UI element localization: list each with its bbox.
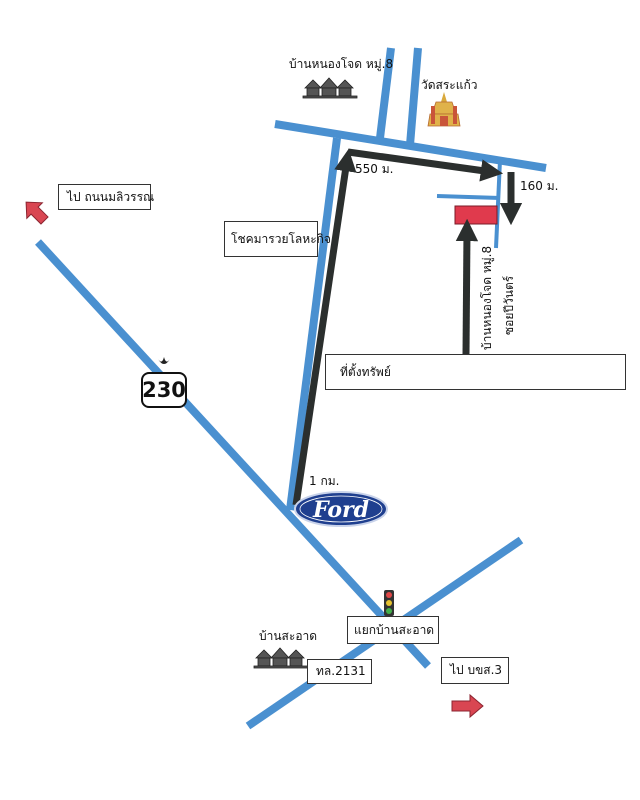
direction-arrow-e	[451, 693, 484, 719]
route-arrow-1km	[292, 148, 357, 506]
road-network	[35, 47, 547, 730]
route-arrows	[292, 148, 523, 506]
label-temple: วัดสระแก้ว	[421, 78, 478, 92]
label-distance-160: 160 ม.	[520, 179, 559, 193]
property-marker	[454, 205, 498, 225]
route-230-number: 230	[142, 378, 186, 402]
village-icon	[302, 77, 358, 99]
ford-logo-icon: Ford	[294, 491, 388, 527]
label-village-top: บ้านหนองโจด หมู่.8	[289, 57, 394, 71]
label-to-bks3: ไป บขส.3	[441, 657, 509, 684]
temple-icon	[427, 92, 461, 127]
traffic-light-icon	[384, 590, 394, 616]
road-village-north-1	[376, 47, 395, 139]
label-to-nonmonlit: ไป ถนนมลิวรรณ	[58, 184, 154, 210]
route-shield-icon	[158, 357, 170, 364]
ford-logo-text: Ford	[312, 497, 369, 523]
label-distance-1km: 1 กม.	[309, 474, 340, 488]
label-soi: ซอยปีวันตร์	[502, 275, 516, 335]
road-230-diagonal	[35, 239, 431, 669]
label-chokmaruay: โชคมารวยโลหะกิจ	[224, 221, 331, 257]
road-village-north-2	[406, 47, 422, 146]
label-village-saard: บ้านสะอาด	[259, 629, 318, 643]
label-junction: แยกบ้านสะอาด	[347, 616, 439, 644]
village-icon	[253, 647, 309, 669]
route-arrow-550m	[347, 148, 504, 182]
label-road-2131: ทล.2131	[307, 659, 372, 684]
route-arrow-property	[455, 218, 479, 355]
route-230-shield: 230	[141, 372, 187, 408]
direction-arrow-nw	[25, 201, 49, 225]
label-village-vertical: บ้านหนองโจด หมู่.8	[480, 245, 494, 350]
label-property: ที่ตั้งทรัพย์	[325, 354, 626, 390]
road-north-south	[286, 137, 341, 511]
label-distance-550: 550 ม.	[355, 162, 394, 176]
